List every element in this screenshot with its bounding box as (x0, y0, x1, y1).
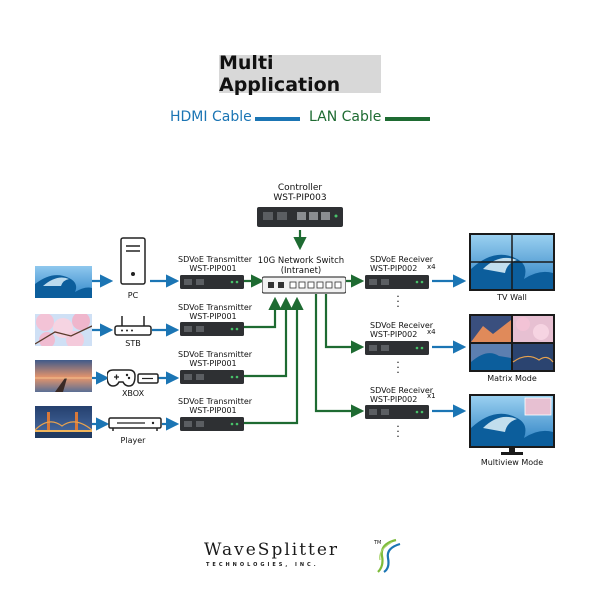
transmitter-4-name: SDVoE Transmitter (178, 397, 253, 406)
switch-name: 10G Network Switch (257, 256, 345, 266)
transmitter-3-name: SDVoE Transmitter (178, 350, 253, 359)
transmitter-3-model: WST-PIP001 (189, 359, 237, 368)
legend-hdmi-label: HDMI Cable (170, 109, 252, 125)
receiver-2-more-dots: ··· (396, 356, 400, 379)
receiver-2-qty: x4 (427, 328, 436, 336)
transmitter-4-label: SDVoE Transmitter WST-PIP001 (178, 397, 253, 415)
controller-model: WST-PIP003 (273, 193, 327, 203)
receiver-3-more-dots: ··· (396, 420, 400, 443)
receiver-2-label: SDVoE Receiver WST-PIP002 (370, 321, 434, 339)
device-label-player: Player (120, 436, 146, 445)
device-label-stb: STB (125, 339, 141, 348)
network-switch-box (262, 276, 346, 294)
receiver-1-label: SDVoE Receiver WST-PIP002 (370, 255, 434, 273)
cherry-blossom-image (35, 314, 92, 346)
tv-wall-display (469, 233, 555, 291)
receiver-3-label: SDVoE Receiver WST-PIP002 (370, 386, 434, 404)
display-label-multiview-mode: Multiview Mode (480, 458, 544, 467)
sunset-pier-image (35, 360, 92, 392)
receiver-1-qty: x4 (427, 263, 436, 271)
device-label-xbox: XBOX (121, 389, 145, 398)
legend-lan-line (385, 117, 430, 121)
display-label-tv-wall: TV Wall (497, 293, 527, 302)
controller-label: Controller WST-PIP003 (262, 183, 338, 203)
display-label-matrix-mode: Matrix Mode (487, 374, 537, 383)
lan-line-tx3 (244, 296, 293, 378)
gamepad-icon (107, 369, 159, 387)
switch-label: 10G Network Switch (Intranet) (257, 256, 345, 276)
transmitter-1-box (180, 275, 244, 289)
receiver-3-box (365, 405, 429, 419)
transmitter-1-model: WST-PIP001 (189, 264, 237, 273)
receiver-2-box (365, 341, 429, 355)
transmitter-3-box (180, 370, 244, 384)
receiver-2-name: SDVoE Receiver (370, 321, 434, 330)
device-label-pc: PC (127, 291, 139, 300)
transmitter-2-model: WST-PIP001 (189, 312, 237, 321)
lan-line-rx3 (314, 294, 365, 418)
transmitter-3-label: SDVoE Transmitter WST-PIP001 (178, 350, 253, 368)
legend-hdmi-line (255, 117, 300, 121)
receiver-2-model: WST-PIP002 (370, 330, 418, 339)
transmitter-1-name: SDVoE Transmitter (178, 255, 253, 264)
logo-name: WaveSplitter (204, 540, 340, 560)
lan-line-tx4 (244, 296, 304, 425)
router-icon (114, 316, 152, 336)
pc-tower-icon (120, 237, 146, 285)
multiview-mode-display (469, 394, 555, 455)
controller-box (257, 207, 343, 227)
transmitter-2-box (180, 322, 244, 336)
transmitter-2-label: SDVoE Transmitter WST-PIP001 (178, 303, 253, 321)
switch-sub: (Intranet) (280, 266, 322, 276)
receiver-1-name: SDVoE Receiver (370, 255, 434, 264)
page-title: Multi Application (219, 52, 341, 96)
transmitter-2-name: SDVoE Transmitter (178, 303, 253, 312)
ocean-wave-image (35, 266, 92, 298)
receiver-1-more-dots: ··· (396, 290, 400, 313)
transmitter-1-label: SDVoE Transmitter WST-PIP001 (178, 255, 253, 273)
matrix-mode-display (469, 314, 555, 372)
media-player-icon (108, 417, 162, 431)
receiver-3-model: WST-PIP002 (370, 395, 418, 404)
lan-line-tx2 (244, 296, 282, 329)
logo-tm: TM (374, 540, 382, 546)
legend-lan-label: LAN Cable (309, 109, 382, 125)
logo-subtitle: TECHNOLOGIES, INC. (206, 562, 319, 568)
receiver-3-name: SDVoE Receiver (370, 386, 434, 395)
bridge-night-image (35, 406, 92, 438)
receiver-3-qty: x1 (427, 392, 436, 400)
transmitter-4-box (180, 417, 244, 431)
controller-name: Controller (277, 183, 323, 193)
transmitter-4-model: WST-PIP001 (189, 406, 237, 415)
receiver-1-model: WST-PIP002 (370, 264, 418, 273)
receiver-1-box (365, 275, 429, 289)
logo-swirl-icon (377, 538, 401, 573)
page-title-box: Multi Application (219, 52, 381, 96)
lan-line-rx2 (324, 294, 365, 354)
